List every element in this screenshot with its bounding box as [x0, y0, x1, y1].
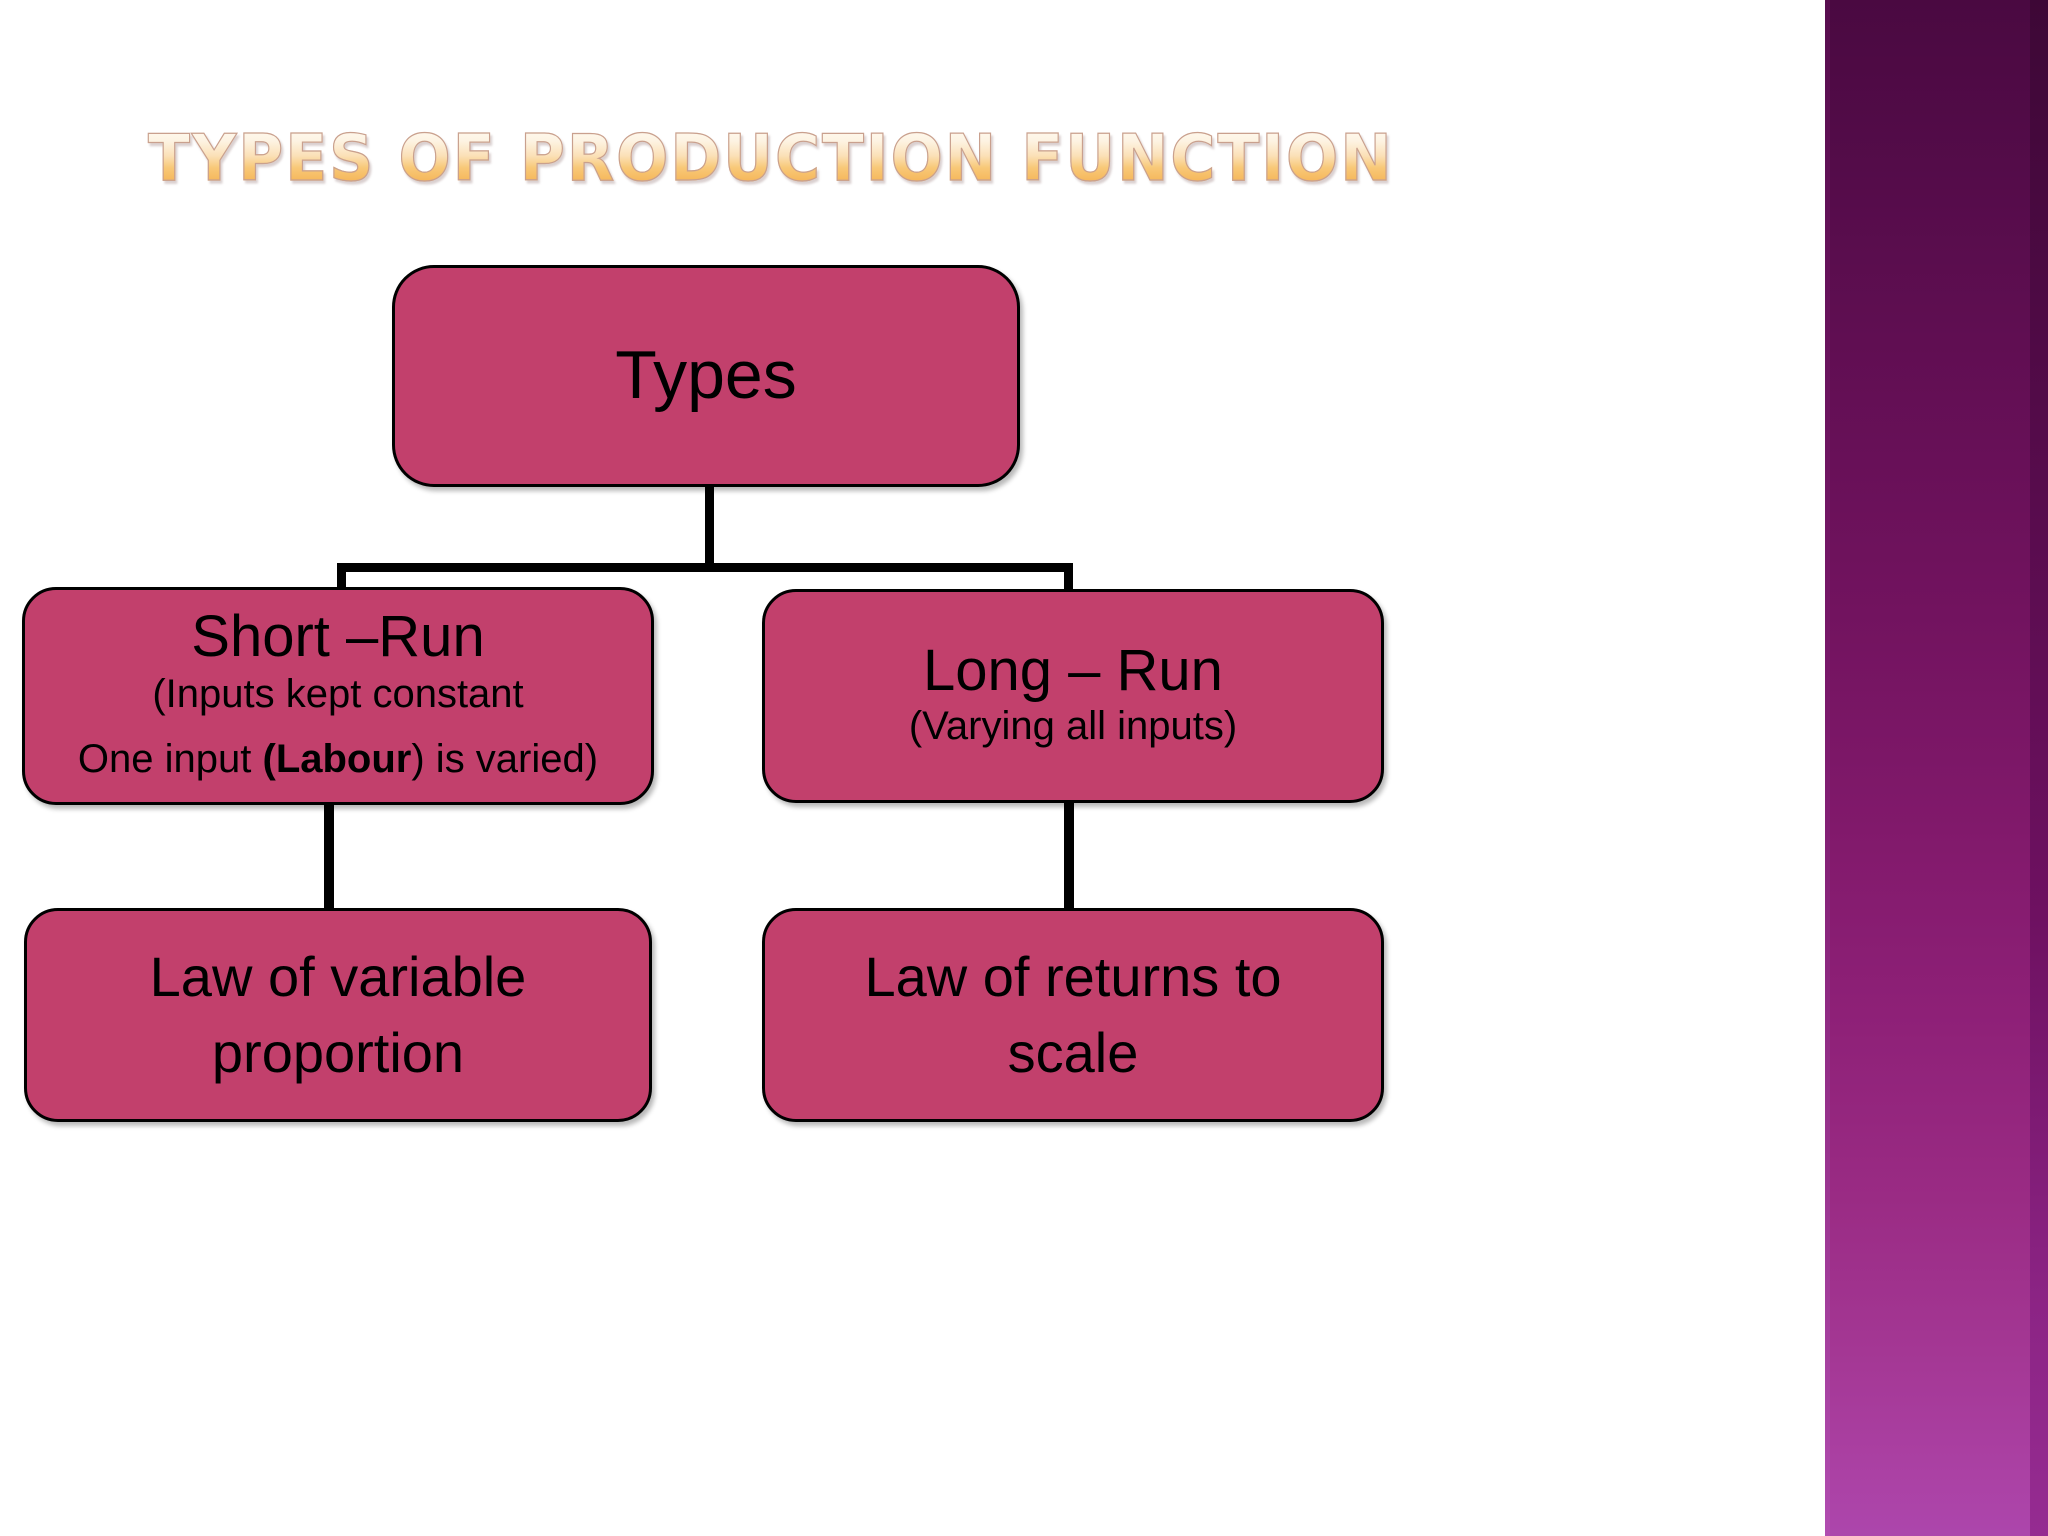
- node-short-run-detail-line-2: One input (Labour) is varied): [78, 735, 598, 784]
- decorative-gradient-band: [1825, 0, 2048, 1536]
- node-short-run-detail-line-2-suffix: ) is varied): [411, 737, 599, 781]
- node-law-of-returns-to-scale[interactable]: Law of returns to scale: [762, 908, 1384, 1122]
- connector-bus-to-long-run: [1064, 563, 1073, 593]
- node-long-run-title: Long – Run: [923, 638, 1223, 703]
- slide-title: Types of Production Function: [147, 121, 1394, 196]
- node-law-of-variable-proportion[interactable]: Law of variable proportion: [24, 908, 652, 1122]
- connector-root-stem: [705, 487, 714, 569]
- node-law-of-variable-proportion-line-1: Law of variable: [149, 945, 527, 1009]
- node-law-of-variable-proportion-line-2: proportion: [211, 1021, 465, 1084]
- node-long-run[interactable]: Long – Run (Varying all inputs): [762, 589, 1384, 803]
- decorative-band-left-edge: [1825, 0, 1830, 1536]
- node-law-of-returns-to-scale-line-2: scale: [1007, 1021, 1139, 1084]
- connector-short-run-to-child: [324, 803, 334, 911]
- node-law-of-returns-to-scale-line-1: Law of returns to: [864, 945, 1282, 1009]
- node-short-run[interactable]: Short –Run (Inputs kept constant One inp…: [22, 587, 654, 805]
- node-long-run-detail-line-1: (Varying all inputs): [908, 704, 1238, 748]
- node-short-run-detail-line-2-bold: (Labour: [262, 737, 412, 781]
- node-short-run-title: Short –Run: [191, 604, 485, 670]
- node-types[interactable]: Types: [392, 265, 1020, 487]
- decorative-band-right-edge: [2030, 0, 2048, 1536]
- node-types-label: Types: [615, 337, 797, 414]
- node-short-run-detail-line-1: (Inputs kept constant: [152, 672, 524, 717]
- connector-bus-to-short-run: [337, 563, 346, 591]
- connector-long-run-to-child: [1064, 801, 1074, 911]
- connector-horizontal-bus: [337, 563, 1073, 572]
- node-short-run-detail-line-2-prefix: One input: [77, 737, 263, 781]
